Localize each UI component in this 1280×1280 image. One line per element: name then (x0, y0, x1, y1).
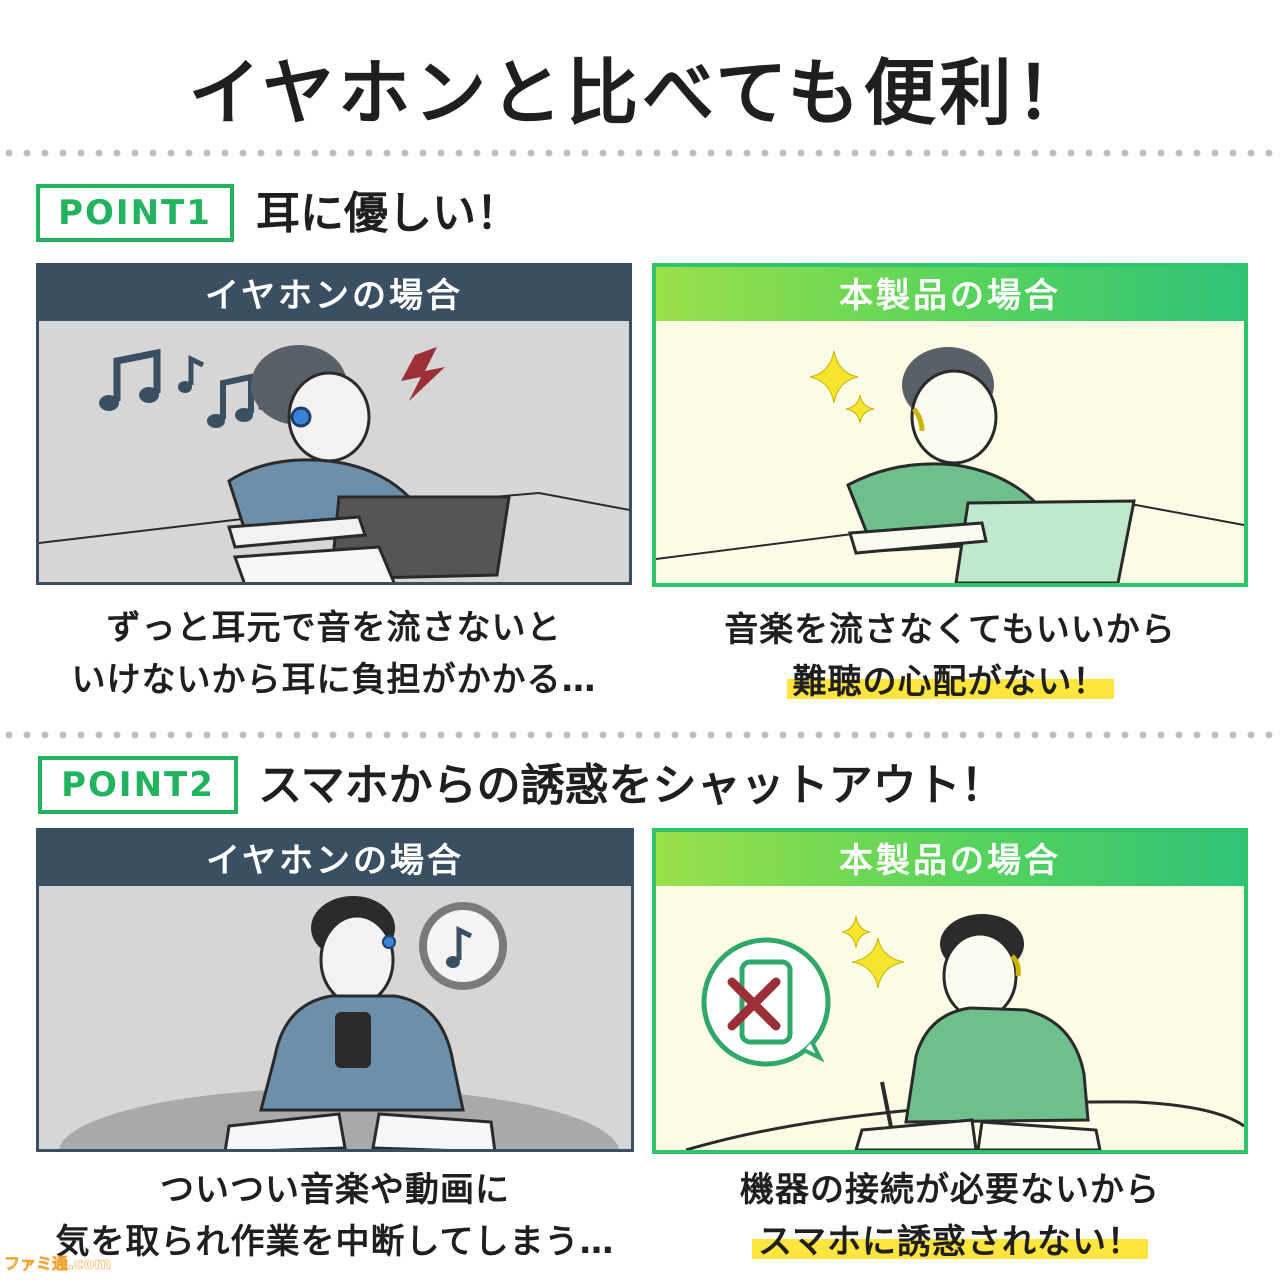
smartphone-icon (335, 1012, 371, 1068)
point1-earphone-header: イヤホンの場合 (39, 266, 629, 321)
music-bubble-icon (419, 902, 507, 990)
earphone-phone-illustration (59, 896, 619, 1149)
caption-line: 機器の接続が必要ないから (740, 1170, 1160, 1210)
point1-product-caption: 音楽を流さなくてもいいから 難聴の心配がない！ (652, 604, 1248, 708)
sparkle-icon (841, 915, 905, 989)
dotted-divider (0, 148, 1280, 158)
point2-earphone-header: イヤホンの場合 (39, 831, 631, 886)
dotted-divider (0, 730, 1280, 740)
earphone-icon (290, 406, 312, 428)
point2-earphone-caption: ついつい音楽や動画に 気を取られ作業を中断してしまう… (36, 1164, 634, 1268)
point1-badge: POINT1 (36, 184, 234, 242)
no-phone-bubble-icon (701, 937, 831, 1067)
caption-line: 音楽を流さなくてもいいから (724, 610, 1176, 650)
point2-badge: POINT2 (38, 756, 238, 814)
caption-line: ずっと耳元で音を流さないと (106, 608, 562, 648)
point1-earphone-caption: ずっと耳元で音を流さないと いけないから耳に負担がかかる… (36, 602, 632, 706)
product-listening-illustration (656, 347, 1244, 583)
point1-product-panel: 本製品の場合 (652, 263, 1248, 587)
earphone-listening-illustration (39, 345, 629, 582)
earphone-icon (382, 935, 396, 949)
caption-line: ついつい音楽や動画に (160, 1170, 510, 1210)
caption-line: いけないから耳に負担がかかる… (71, 660, 597, 700)
point1-product-header: 本製品の場合 (656, 267, 1244, 321)
caption-line: 気を取られ作業を中断してしまう… (55, 1222, 615, 1262)
point2-product-panel: 本製品の場合 (652, 828, 1248, 1154)
music-notes-icon (99, 348, 278, 428)
highlighted-caption: 難聴の心配がない！ (786, 662, 1114, 702)
point2-product-caption: 機器の接続が必要ないから スマホに誘惑されない！ (652, 1164, 1248, 1268)
earcuff-icon (1010, 954, 1021, 977)
page-title: イヤホンと比べても便利！ (188, 51, 1092, 135)
pen-icon (880, 1081, 894, 1133)
watermark-logo: ファミ通.com (4, 1254, 112, 1274)
point2-title: スマホからの誘惑をシャットアウト！ (258, 760, 1005, 811)
point2-earphone-panel: イヤホンの場合 (36, 828, 634, 1152)
earcuff-icon (912, 407, 925, 432)
point2-product-header: 本製品の場合 (656, 832, 1244, 886)
sparkle-icon (809, 350, 875, 424)
lightning-icon (401, 347, 445, 401)
highlighted-caption: スマホに誘惑されない！ (752, 1222, 1148, 1262)
point1-title: 耳に優しい！ (256, 188, 520, 239)
product-studying-illustration (685, 914, 1244, 1150)
point1-earphone-panel: イヤホンの場合 (36, 263, 632, 585)
